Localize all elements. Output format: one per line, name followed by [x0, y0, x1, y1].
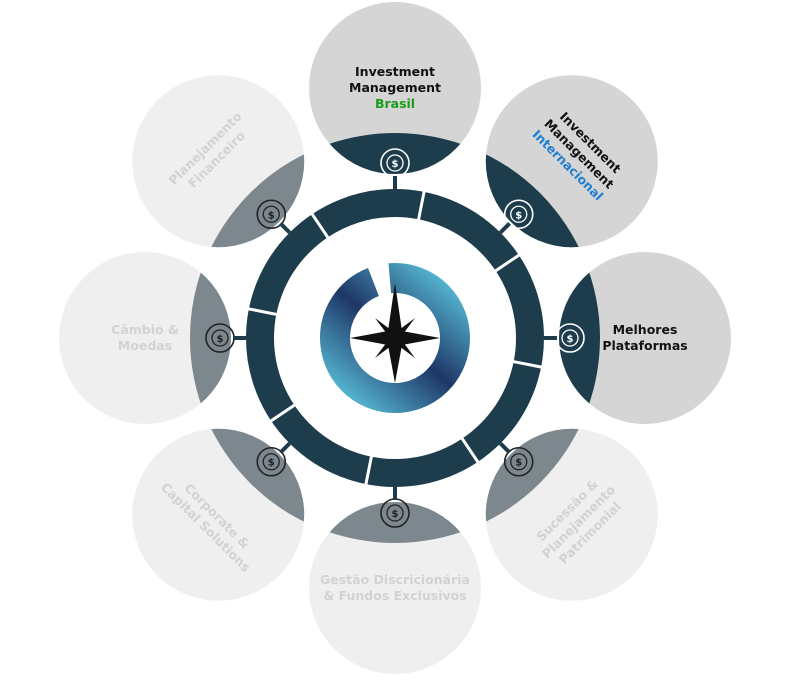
- ring-divider: [247, 307, 278, 317]
- petal-label: & Fundos Exclusivos: [323, 588, 466, 603]
- gradient-donut: [320, 262, 470, 413]
- tax-document-icon: $: [503, 446, 534, 477]
- ring-divider: [460, 436, 480, 464]
- petal-label: Management: [349, 80, 441, 95]
- petal-label: Melhores: [613, 322, 678, 337]
- ring-connector: [279, 222, 292, 235]
- petal-label: Câmbio &: [111, 322, 179, 337]
- petal-label: Investment: [355, 64, 435, 79]
- svg-text:$: $: [567, 334, 574, 345]
- ring-divider: [269, 403, 297, 423]
- petal-corporate[interactable]: $Corporate &Capital Solutions: [132, 428, 305, 601]
- petal-label: Moedas: [118, 338, 172, 353]
- compass-star-icon: [350, 283, 440, 383]
- ring-divider: [512, 359, 543, 369]
- petal-circle: [309, 2, 481, 174]
- compass-logo: [320, 262, 470, 413]
- svg-text:$: $: [268, 210, 275, 221]
- ring-divider: [310, 212, 330, 240]
- petal-gestao[interactable]: $ Gestão Discricionária& Fundos Exclusivo…: [309, 498, 481, 674]
- ring-divider: [493, 253, 521, 273]
- petal-cambio[interactable]: $ Câmbio &Moedas: [59, 252, 235, 424]
- svg-text:$: $: [515, 210, 522, 221]
- corporate-building-icon: $: [256, 446, 287, 477]
- svg-text:$: $: [217, 334, 224, 345]
- ring-divider: [416, 190, 426, 221]
- svg-text:$: $: [515, 458, 522, 469]
- central-ring: [233, 176, 557, 500]
- ring-connector: [498, 222, 511, 235]
- petal-label: Gestão Discricionária: [320, 572, 470, 587]
- globe-money-icon: $: [503, 199, 534, 230]
- ring-divider: [364, 455, 374, 486]
- svg-text:$: $: [268, 458, 275, 469]
- svg-text:$: $: [392, 509, 399, 520]
- target-planning-icon: $: [256, 199, 287, 230]
- petal-circle: [59, 252, 231, 424]
- ring-connector: [279, 441, 292, 454]
- petal-highlight: Brasil: [375, 96, 415, 111]
- petal-circle: [309, 502, 481, 674]
- petal-label: Plataformas: [602, 338, 687, 353]
- petal-circle: [559, 252, 731, 424]
- ring-connector: [498, 441, 511, 454]
- svg-text:$: $: [392, 159, 399, 170]
